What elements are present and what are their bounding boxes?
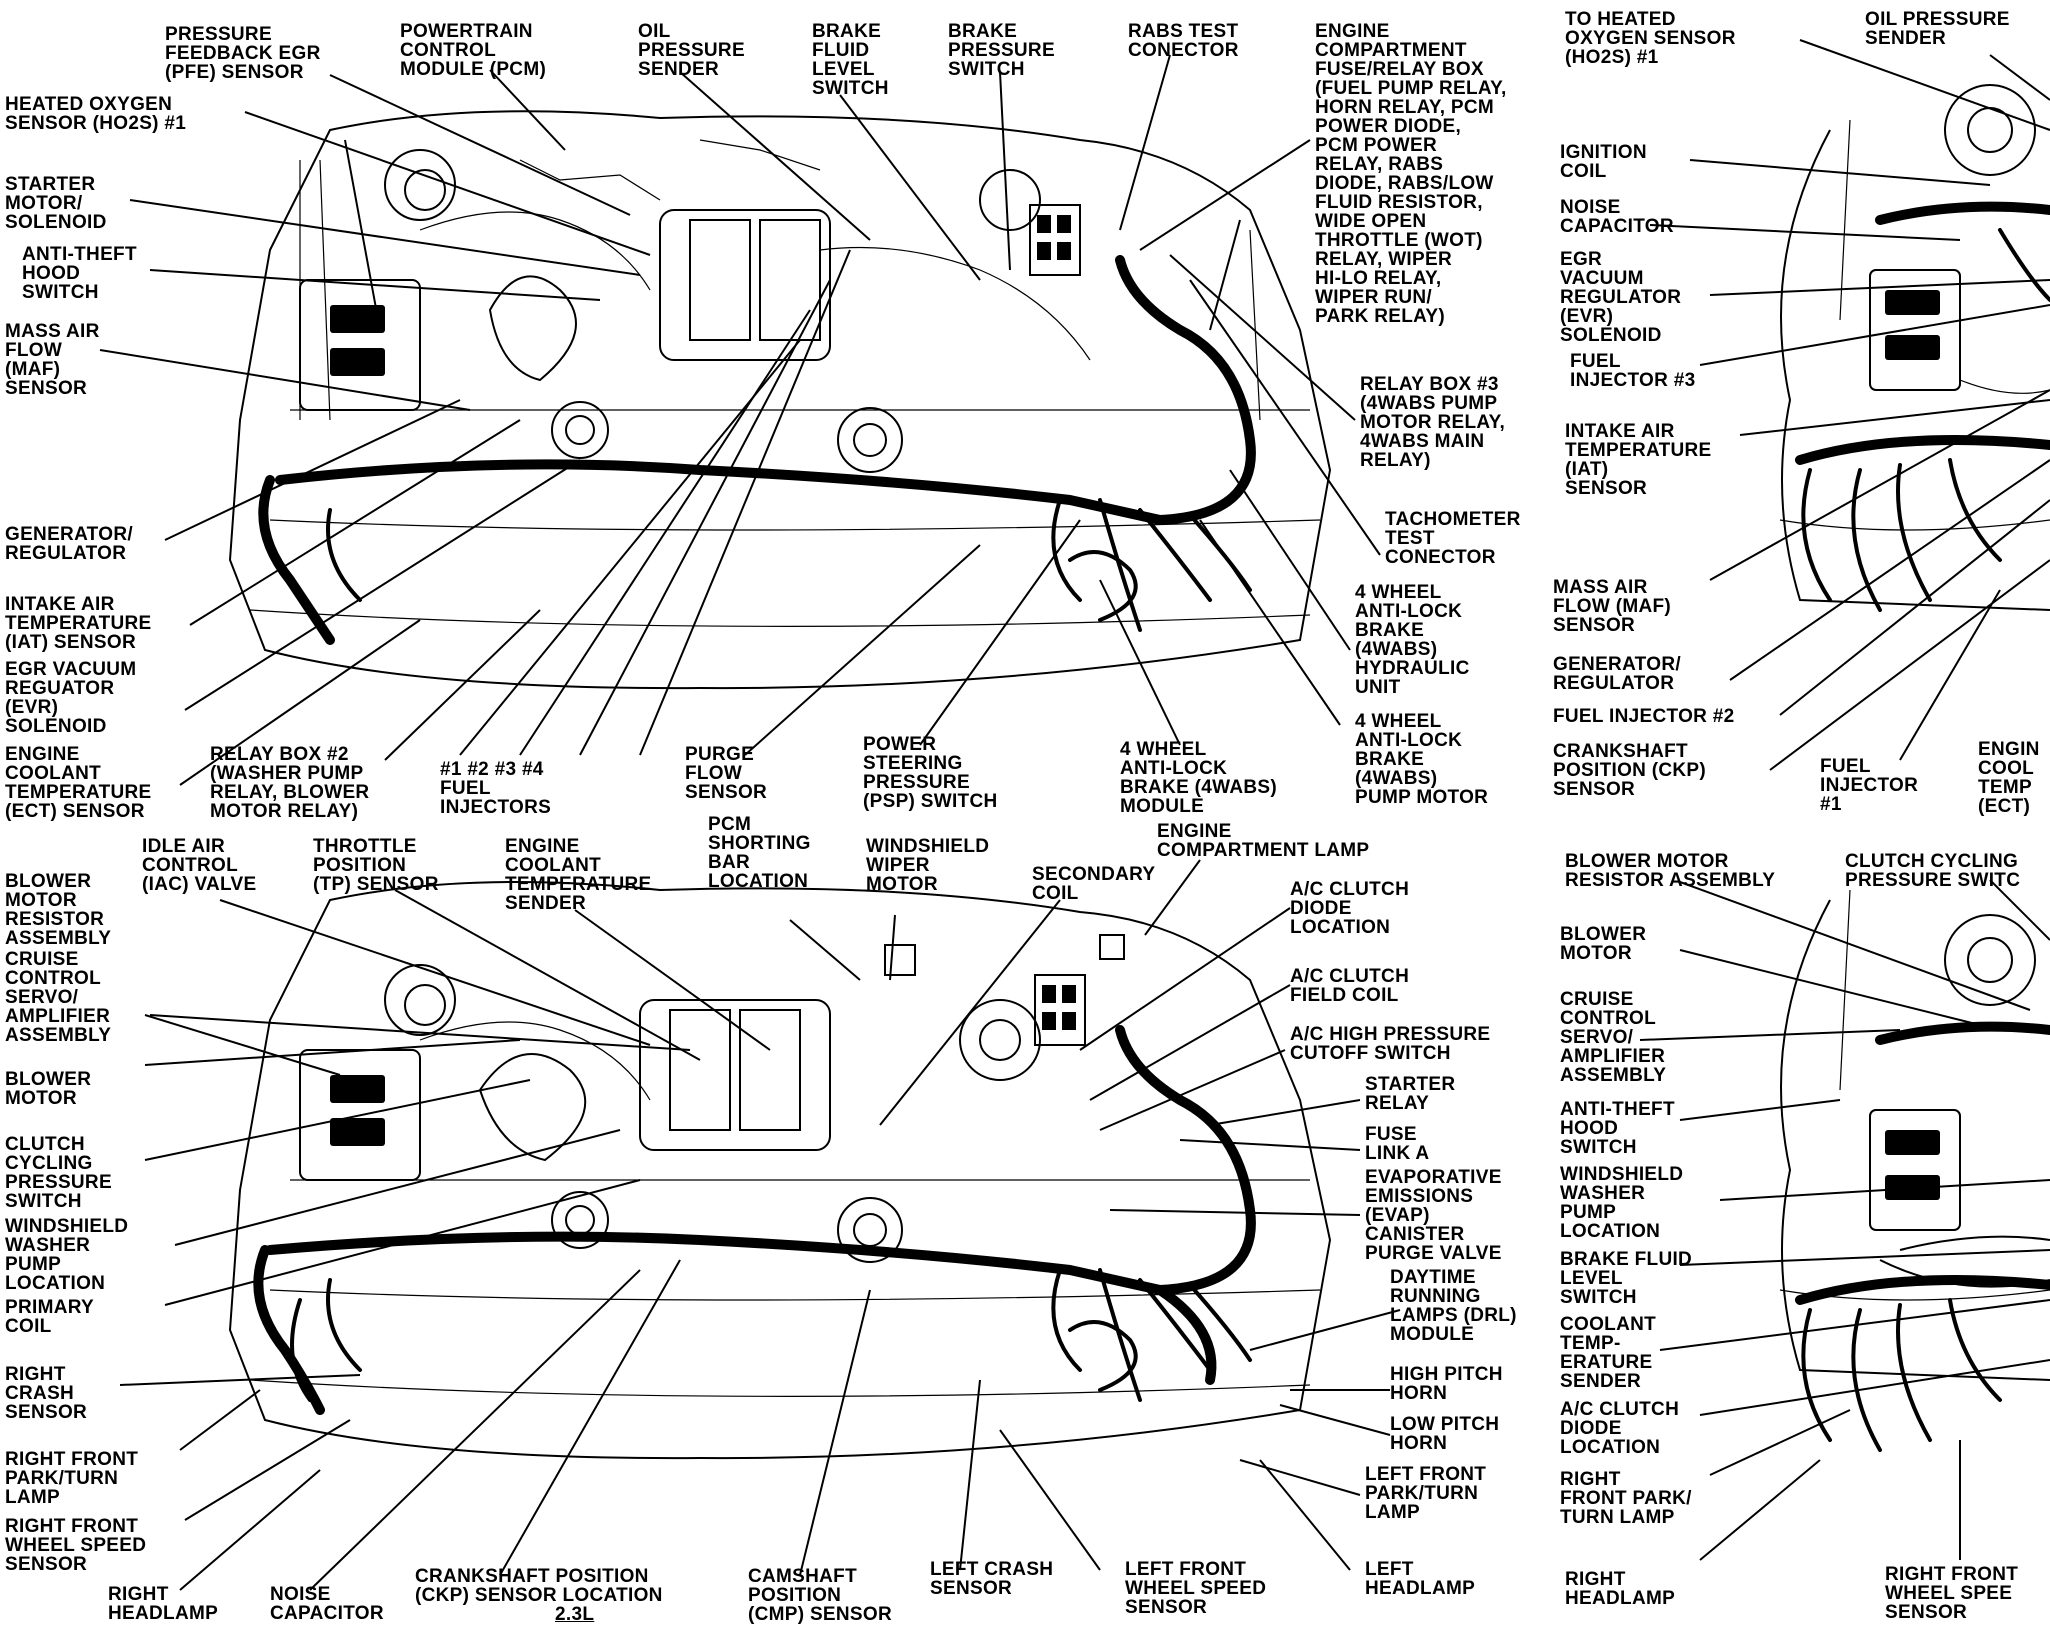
label-evap-purge-valve: EVAPORATIVE EMISSIONS (EVAP) CANISTER PU… [1365,1167,1502,1264]
label-purge-flow-sensor: PURGE FLOW SENSOR [685,744,768,803]
label-blower-motor-resistor-r: BLOWER MOTOR RESISTOR ASSEMBLY [1565,851,1776,891]
label-right-front-park-turn: RIGHT FRONT PARK/TURN LAMP [5,1449,139,1508]
label-maf-sensor-r: MASS AIR FLOW (MAF) SENSOR [1553,577,1672,636]
label-ac-high-pressure-cutoff: A/C HIGH PRESSURE CUTOFF SWITCH [1290,1024,1491,1064]
label-engine-compartment-lamp: ENGINE COMPARTMENT LAMP [1157,821,1370,861]
bottom-right-engine [1779,889,2050,1452]
label-iac-valve: IDLE AIR CONTROL (IAC) VALVE [142,836,257,895]
label-secondary-coil: SECONDARY COIL [1032,864,1156,904]
label-relay-box-2: RELAY BOX #2 (WASHER PUMP RELAY, BLOWER … [210,744,370,822]
label-noise-capacitor: NOISE CAPACITOR [270,1584,384,1624]
label-starter-relay: STARTER RELAY [1365,1074,1456,1114]
label-cmp-sensor: CAMSHAFT POSITION (CMP) SENSOR [748,1566,892,1625]
label-anti-theft-hood-switch: ANTI-THEFT HOOD SWITCH [22,244,137,303]
label-engine-size: 2.3L [555,1604,595,1625]
label-relay-box-3: RELAY BOX #3 (4WABS PUMP MOTOR RELAY, 4W… [1360,374,1506,471]
label-generator-regulator-r: GENERATOR/ REGULATOR [1553,654,1681,694]
label-fuel-injectors: #1 #2 #3 #4 FUEL INJECTORS [440,759,552,818]
label-starter-motor-solenoid: STARTER MOTOR/ SOLENOID [5,174,107,233]
label-engine-compartment-fuse-relay-box: ENGINE COMPARTMENT FUSE/RELAY BOX (FUEL … [1315,21,1507,327]
label-brake-pressure-switch: BRAKE PRESSURE SWITCH [948,21,1055,80]
label-pcm-shorting-bar: PCM SHORTING BAR LOCATION [708,814,811,892]
label-fuse-link-a: FUSE LINK A [1365,1124,1430,1164]
label-ect-sender: ENGINE COOLANT TEMPERATURE SENDER [505,836,652,914]
label-ignition-coil: IGNITION COIL [1560,142,1647,182]
label-4wabs-hydraulic-unit: 4 WHEEL ANTI-LOCK BRAKE (4WABS) HYDRAULI… [1355,582,1470,698]
label-to-ho2s-1: TO HEATED OXYGEN SENSOR (HO2S) #1 [1565,9,1736,68]
label-washer-pump-r: WINDSHIELD WASHER PUMP LOCATION [1560,1164,1684,1242]
label-ect-sensor: ENGINE COOLANT TEMPERATURE (ECT) SENSOR [5,744,152,822]
label-noise-capacitor-r: NOISE CAPACITOR [1560,197,1674,237]
label-low-pitch-horn: LOW PITCH HORN [1390,1414,1500,1454]
label-right-headlamp-r: RIGHT HEADLAMP [1565,1569,1676,1609]
label-right-front-wheel-r: RIGHT FRONT WHEEL SPEE SENSOR [1885,1564,2019,1623]
label-maf-sensor: MASS AIR FLOW (MAF) SENSOR [5,321,100,399]
label-blower-motor-resistor: BLOWER MOTOR RESISTOR ASSEMBLY [5,871,112,949]
label-fuel-injector-3: FUEL INJECTOR #3 [1570,351,1696,391]
label-drl-module: DAYTIME RUNNING LAMPS (DRL) MODULE [1390,1267,1517,1345]
label-rabs-test-connector: RABS TEST CONECTOR [1128,21,1239,61]
label-ect-r: ENGIN COOL TEMP (ECT) [1978,739,2040,817]
leader-lines [99,39,2050,1591]
label-high-pitch-horn: HIGH PITCH HORN [1390,1364,1503,1404]
label-anti-theft-r: ANTI-THEFT HOOD SWITCH [1560,1099,1675,1158]
top-left-engine [228,110,1332,690]
label-4wabs-module: 4 WHEEL ANTI-LOCK BRAKE (4WABS) MODULE [1120,739,1277,817]
label-evr-solenoid-r: EGR VACUUM REGULATOR (EVR) SOLENOID [1560,249,1682,346]
label-ac-clutch-field-coil: A/C CLUTCH FIELD COIL [1290,966,1410,1006]
label-ho2s-1: HEATED OXYGEN SENSOR (HO2S) #1 [5,94,187,134]
label-left-front-wheel-speed: LEFT FRONT WHEEL SPEED SENSOR [1125,1559,1267,1618]
label-fuel-injector-1: FUEL INJECTOR #1 [1820,756,1919,815]
label-iat-sensor: INTAKE AIR TEMPERATURE (IAT) SENSOR [5,594,152,653]
label-iat-sensor-r: INTAKE AIR TEMPERATURE (IAT) SENSOR [1565,421,1712,499]
label-tachometer-test-connector: TACHOMETER TEST CONECTOR [1385,509,1521,568]
label-right-crash-sensor: RIGHT CRASH SENSOR [5,1364,88,1423]
label-blower-motor-r: BLOWER MOTOR [1560,924,1647,964]
label-brake-fluid-r: BRAKE FLUID LEVEL SWITCH [1560,1249,1693,1308]
label-cruise-control-r: CRUISE CONTROL SERVO/ AMPLIFIER ASSEMBLY [1560,989,1667,1086]
label-ckp-sensor-location: CRANKSHAFT POSITION (CKP) SENSOR LOCATIO… [415,1566,663,1606]
label-ckp-sensor-r: CRANKSHAFT POSITION (CKP) SENSOR [1553,741,1707,800]
label-pfe-sensor: PRESSURE FEEDBACK EGR (PFE) SENSOR [165,24,321,83]
label-primary-coil: PRIMARY COIL [5,1297,95,1337]
label-psp-switch: POWER STEERING PRESSURE (PSP) SWITCH [863,734,998,812]
label-blower-motor: BLOWER MOTOR [5,1069,92,1109]
label-tp-sensor: THROTTLE POSITION (TP) SENSOR [313,836,439,895]
label-clutch-cycling-r: CLUTCH CYCLING PRESSURE SWITC [1845,851,2021,891]
label-oil-pressure-sender: OIL PRESSURE SENDER [638,21,745,80]
label-right-headlamp: RIGHT HEADLAMP [108,1584,219,1624]
bottom-left-engine [228,881,1332,1460]
label-4wabs-pump-motor: 4 WHEEL ANTI-LOCK BRAKE (4WABS) PUMP MOT… [1355,711,1489,808]
label-left-front-park-turn: LEFT FRONT PARK/TURN LAMP [1365,1464,1487,1523]
label-evr-solenoid: EGR VACUUM REGUATOR (EVR) SOLENOID [5,659,137,737]
label-left-crash-sensor: LEFT CRASH SENSOR [930,1559,1054,1599]
label-windshield-wiper-motor: WINDSHIELD WIPER MOTOR [866,836,990,895]
label-right-front-wheel-speed: RIGHT FRONT WHEEL SPEED SENSOR [5,1516,147,1575]
top-right-engine [1779,84,2050,612]
label-right-front-park-r: RIGHT FRONT PARK/ TURN LAMP [1560,1469,1692,1528]
label-clutch-cycling-switch: CLUTCH CYCLING PRESSURE SWITCH [5,1134,112,1212]
label-windshield-washer-pump: WINDSHIELD WASHER PUMP LOCATION [5,1216,129,1294]
label-pcm: POWERTRAIN CONTROL MODULE (PCM) [400,21,547,80]
label-coolant-temp-sender-r: COOLANT TEMP- ERATURE SENDER [1560,1314,1657,1392]
label-ac-clutch-diode: A/C CLUTCH DIODE LOCATION [1290,879,1410,938]
label-left-headlamp: LEFT HEADLAMP [1365,1559,1476,1599]
label-cruise-control-servo: CRUISE CONTROL SERVO/ AMPLIFIER ASSEMBLY [5,949,112,1046]
label-generator-regulator: GENERATOR/ REGULATOR [5,524,133,564]
label-ac-clutch-diode-r: A/C CLUTCH DIODE LOCATION [1560,1399,1680,1458]
label-brake-fluid-level-switch: BRAKE FLUID LEVEL SWITCH [812,21,889,99]
label-fuel-injector-2: FUEL INJECTOR #2 [1553,706,1735,727]
label-oil-pressure-sender-r: OIL PRESSURE SENDER [1865,9,2010,49]
